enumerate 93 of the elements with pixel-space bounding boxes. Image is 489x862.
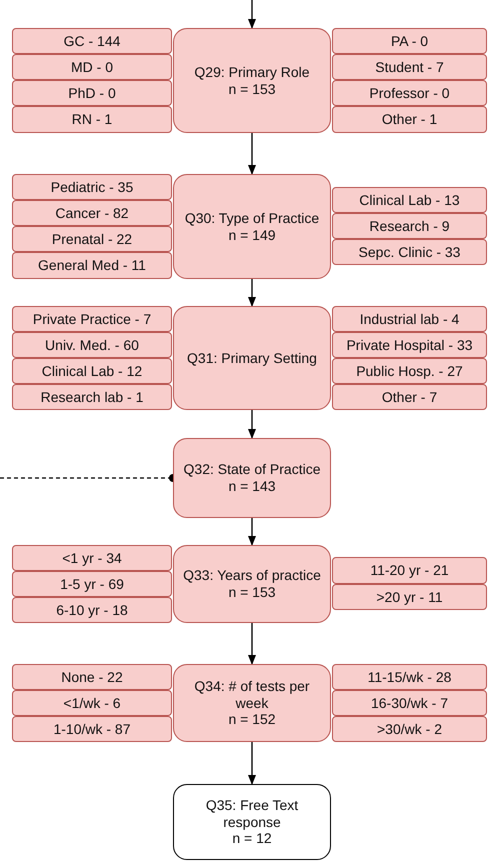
arrow [248,410,256,439]
question-box [173,664,331,742]
category-count: Sepc. Clinic - 33 [358,244,460,260]
category-count: Univ. Med. - 60 [45,336,139,354]
category-count: Pediatric - 35 [50,178,134,196]
category-count: 1-10/wk - 87 [53,720,131,738]
category-box [332,332,487,358]
category-count: Clinical Lab - 13 [359,192,460,208]
category-count: General Med - 11 [38,257,146,274]
category-count: MD - 0 [71,58,113,76]
category-count: GC - 144 [64,32,120,50]
category-box [12,545,172,571]
category-count: 6-10 yr - 18 [56,602,128,618]
category-count: RN - 1 [72,111,112,128]
category-box [332,664,487,690]
question-box [173,438,331,518]
category-count: Cancer - 82 [55,204,129,222]
category-count: PA - 0 [390,32,428,50]
category-count: Public Hosp. - 27 [356,362,463,380]
category-box [332,716,487,742]
category-count: 1-5 yr - 69 [60,576,124,592]
sample-size: n = 153 [228,584,276,601]
category-box [12,306,172,332]
arrow [248,742,256,785]
category-box [332,54,487,80]
category-count: 16-30/wk - 7 [370,694,448,712]
question-label: Q33: Years of practice [183,567,321,584]
category-box [12,80,172,106]
question-label: Q32: State of Practice [184,461,320,478]
question-box [173,174,331,279]
category-box [12,384,172,410]
category-box [332,80,487,106]
category-count: PhD - 0 [68,84,116,102]
category-count: 11-20 yr - 21 [370,562,449,579]
category-box [12,664,172,690]
arrow [248,133,256,175]
category-count: 11-15/wk - 28 [368,668,452,686]
sample-size: n = 153 [228,80,276,98]
category-box [12,358,172,384]
category-box [332,358,487,384]
category-count: Student - 7 [375,58,444,76]
category-box [12,597,172,623]
category-box [12,332,172,358]
sample-size: n = 12 [232,830,272,848]
category-count: <1/wk - 6 [63,694,121,712]
category-box [332,28,487,54]
category-count: Prenatal - 22 [52,230,132,248]
category-box [332,557,487,584]
category-count: Research - 9 [369,218,450,234]
question-box [173,306,331,410]
arrow [248,518,256,546]
category-box [332,690,487,716]
category-box [12,252,172,279]
arrow [248,0,256,29]
category-box [12,226,172,252]
question-box [173,28,331,133]
category-count: Other - 1 [382,111,438,128]
category-count: Other - 7 [382,388,438,406]
category-count: <1 yr - 34 [62,550,122,566]
question-box [173,545,331,623]
category-box [12,174,172,200]
category-box [332,584,487,610]
category-box [332,239,487,265]
category-count: Private Practice - 7 [32,310,152,328]
category-box [12,54,172,80]
category-box [332,306,487,332]
category-box [332,106,487,133]
category-count: None - 22 [61,668,123,686]
question-box [173,784,331,860]
arrow [248,279,256,307]
category-count: Clinical Lab - 12 [42,362,142,380]
question-label: Q30: Type of Practice [184,210,320,226]
sample-size: n = 149 [228,226,276,244]
category-count: >30/wk - 2 [377,720,442,738]
question-label: Q29: Primary Role [194,64,310,80]
sample-size: n = 143 [228,478,276,495]
category-count: Private Hospital - 33 [346,336,473,354]
arrow [248,623,256,665]
category-box [12,571,172,597]
category-box [12,106,172,133]
category-count: Research lab - 1 [40,388,144,406]
category-box [332,213,487,239]
category-count: Industrial lab - 4 [360,310,460,328]
category-box [12,28,172,54]
question-label: Q31: Primary Setting [187,350,317,366]
category-box [332,384,487,410]
category-box [332,187,487,213]
category-box [12,200,172,226]
sample-size: n = 152 [228,711,276,728]
category-count: >20 yr - 11 [376,588,443,606]
category-box [12,690,172,716]
category-count: Professor - 0 [369,84,450,102]
category-box [12,716,172,742]
